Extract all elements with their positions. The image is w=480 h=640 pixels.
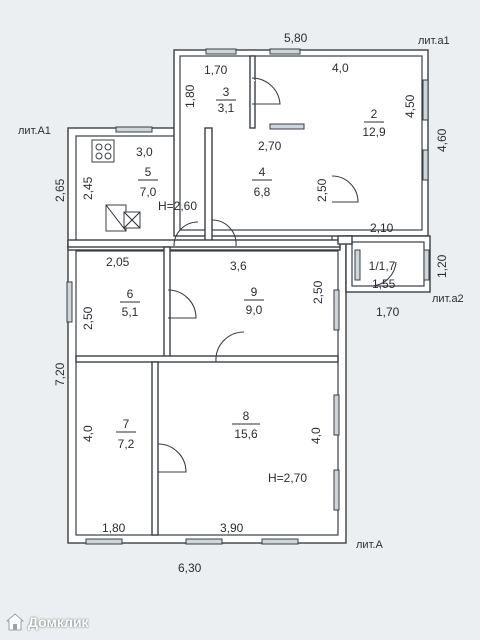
door-arc [167, 289, 197, 319]
dim-label: 2,50 [311, 280, 325, 304]
dim-label: 1,70 [204, 63, 228, 77]
wall-A1-A [67, 239, 341, 248]
window [205, 48, 237, 55]
svg-text:7: 7 [123, 417, 130, 431]
room-4: 4 6,8 [252, 165, 272, 199]
window [66, 281, 73, 323]
dim-label: 1,80 [183, 84, 197, 108]
window [333, 469, 340, 511]
dim-label: 2,50 [315, 178, 329, 202]
window [269, 123, 305, 130]
room-2: 2 12,9 [362, 107, 386, 139]
dim-label: 1,20 [435, 254, 449, 278]
svg-text:9,0: 9,0 [246, 303, 263, 317]
dim-label: 3,6 [230, 259, 247, 273]
svg-text:8: 8 [243, 409, 250, 423]
window [185, 538, 223, 545]
dim-label: 6,30 [178, 561, 202, 575]
dim-label: 5,80 [284, 31, 308, 45]
door-arc [157, 443, 187, 473]
door-arc [371, 261, 397, 287]
svg-text:3,1: 3,1 [218, 101, 235, 115]
wall-6-9 [163, 246, 171, 360]
height-label: Н=2,60 [158, 199, 197, 213]
dim-label: 3,0 [136, 145, 153, 159]
dim-label: 2,10 [370, 221, 394, 235]
svg-text:6: 6 [127, 287, 134, 301]
dim-label: 4,0 [81, 425, 95, 442]
dim-label: 3,90 [220, 521, 244, 535]
dim-label: 2,70 [258, 139, 282, 153]
door-arc [251, 77, 281, 105]
room-1: 1/1,7 [369, 259, 396, 273]
room-7: 7 7,2 [116, 417, 136, 451]
dim-label: 2,50 [81, 306, 95, 330]
svg-text:7,2: 7,2 [118, 437, 135, 451]
room-8: 8 15,6 [232, 409, 260, 441]
wall-7-8 [151, 361, 159, 536]
dim-label: 4,60 [435, 128, 449, 152]
wall-5-4 [204, 127, 213, 245]
wall-a2-link [337, 235, 353, 245]
window [354, 249, 361, 281]
window [423, 249, 430, 281]
dim-label: 2,05 [106, 255, 130, 269]
brand-logo: Домклик [6, 610, 89, 634]
dim-label: 4,50 [403, 94, 417, 118]
window [422, 79, 429, 121]
label-lit-A1: лит.А1 [18, 125, 51, 137]
door-arc [215, 331, 245, 363]
svg-text:4: 4 [259, 165, 266, 179]
dim-label: 7,20 [53, 362, 67, 386]
room-5: 5 7,0 [138, 165, 158, 199]
window [261, 538, 299, 545]
label-lit-a1: лит.а1 [418, 35, 450, 47]
dim-label: 1,80 [102, 521, 126, 535]
window [85, 538, 123, 545]
room-9: 9 9,0 [244, 285, 264, 317]
stove-icon [91, 139, 115, 163]
wall-3-2 [249, 55, 256, 129]
door-arc [211, 219, 237, 247]
window [422, 149, 429, 181]
dim-label: 4,0 [332, 61, 349, 75]
dim-label: 4,0 [309, 427, 323, 444]
dim-label: 2,65 [53, 178, 67, 202]
svg-text:5: 5 [145, 165, 152, 179]
inner-lit-a1 [179, 55, 423, 231]
domclick-logo-icon [6, 613, 24, 631]
svg-text:2: 2 [371, 107, 378, 121]
room-3: 3 3,1 [216, 85, 236, 115]
dim-label: 2,45 [81, 176, 95, 200]
svg-text:7,0: 7,0 [140, 185, 157, 199]
dim-label: 1,70 [376, 305, 400, 319]
inner-lit-A [75, 250, 339, 536]
window [269, 48, 301, 55]
door-arc [173, 221, 199, 247]
window [333, 394, 340, 436]
window [115, 126, 153, 133]
window [333, 289, 340, 331]
wall-row [75, 355, 339, 363]
door-arc [331, 175, 359, 203]
svg-text:9: 9 [251, 285, 258, 299]
brand-name: Домклик [28, 614, 89, 630]
svg-text:15,6: 15,6 [234, 427, 258, 441]
room-6: 6 5,1 [120, 287, 140, 319]
label-lit-a2: лит.а2 [432, 293, 464, 305]
dim-label: 1,55 [372, 277, 396, 291]
height-label: Н=2,70 [268, 471, 307, 485]
svg-text:1/1,7: 1/1,7 [369, 259, 396, 273]
svg-text:5,1: 5,1 [122, 305, 139, 319]
svg-text:3: 3 [223, 85, 230, 99]
svg-text:6,8: 6,8 [254, 185, 271, 199]
label-lit-A: лит.А [356, 539, 383, 551]
svg-text:12,9: 12,9 [362, 125, 386, 139]
